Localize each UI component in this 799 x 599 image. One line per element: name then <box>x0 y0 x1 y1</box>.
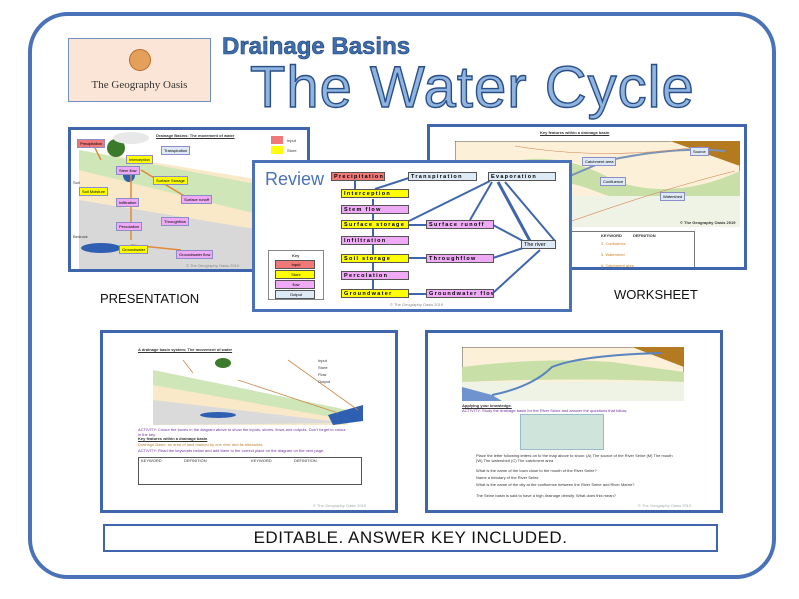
key-store-swatch <box>271 146 283 154</box>
table-header: DEFINITION <box>633 233 656 238</box>
activity-text: ACTIVITY: Study the drainage basin for t… <box>462 408 628 413</box>
page-title: The Water Cycle <box>249 54 695 120</box>
label-surface-runoff: Surface runoff <box>181 195 213 204</box>
worksheet-caption: WORKSHEET <box>614 287 698 302</box>
box-evaporation: Evaporation <box>488 172 556 181</box>
ws-key-output: Output <box>318 379 331 384</box>
section-heading: Key features within a drainage basin <box>138 436 208 441</box>
logo: The Geography Oasis <box>68 38 211 102</box>
review-slide: Review Precipitation Transpiration Evapo… <box>252 160 572 312</box>
slide-title: Drainage Basins: The movement of water <box>156 133 235 138</box>
outer-frame <box>28 12 776 579</box>
question-1: Place the letter following letters on to… <box>476 453 673 463</box>
label-stem-flow: Stem flow <box>116 166 140 175</box>
landscape-diagram <box>153 358 363 425</box>
box-precipitation: Precipitation <box>331 172 385 181</box>
box-surface-storage: Surface storage <box>341 220 409 229</box>
label-watershed: Watershed <box>660 192 686 201</box>
cactus-logo-icon <box>129 49 151 71</box>
label-precipitation: Precipitation <box>77 139 106 148</box>
worksheet-page-2: Applying your knowledge. ACTIVITY: Study… <box>425 330 723 513</box>
box-throughflow: Throughflow <box>426 254 494 263</box>
editable-banner: EDITABLE. ANSWER KEY INCLUDED. <box>103 524 718 552</box>
definition-text: Drainage Basin: an area of land drained … <box>138 442 264 447</box>
label-throughflow: Throughflow <box>161 217 190 226</box>
question-4: What is the name of the city at the conf… <box>476 482 635 487</box>
label-confluence: Confluence <box>600 177 627 186</box>
copyright: © The Geography Oasis 2019 <box>390 302 444 307</box>
label-soil-moisture: Soil Moisture <box>79 187 109 196</box>
table-cell: 3. Confluence <box>601 241 626 246</box>
label-catchment-area: Catchment area <box>582 157 617 166</box>
label-soil: Soil <box>73 180 80 185</box>
box-groundwater: Groundwater <box>341 289 409 298</box>
box-surface-runoff: Surface runoff <box>426 220 494 229</box>
ws-key-flow: Flow <box>318 372 327 377</box>
copyright: © The Geography Oasis 2019 <box>313 503 367 508</box>
label-percolation: Percolation <box>116 222 143 231</box>
worksheet-title: Key features within a drainage basin <box>540 130 610 135</box>
box-the-river: The river <box>521 240 556 249</box>
copyright: © The Geography Oasis 2019 <box>680 220 736 225</box>
label-surface-storage: Surface Storage <box>153 176 188 185</box>
table-header: KEYWORD <box>601 233 622 238</box>
presentation-thumbnail: Drainage Basins: The movement of water P… <box>68 127 310 272</box>
label-source: Source <box>690 147 709 156</box>
box-transpiration: Transpiration <box>408 172 477 181</box>
box-interception: Interception <box>341 189 409 198</box>
presentation-caption: PRESENTATION <box>100 291 200 306</box>
review-key-flow: flow <box>275 280 315 289</box>
box-groundwater-flow: Groundwater flow <box>426 289 494 298</box>
copyright: © The Geography Oasis 2019 <box>638 503 692 508</box>
review-key-input: Input <box>275 260 315 269</box>
basin-map <box>462 347 684 401</box>
activity-text: ACTIVITY: Read the keywords below and ad… <box>138 448 325 453</box>
key-input: Input <box>287 138 296 143</box>
table-header: KEYWORD <box>141 458 162 463</box>
table-header: DEFINITION <box>294 458 317 463</box>
key-title: Key <box>292 253 300 258</box>
label-groundwater-flow: Groundwater flow <box>176 250 214 259</box>
question-3: Name a tributary of the River Seine <box>476 475 539 480</box>
table-header: DEFINITION <box>184 458 207 463</box>
ws-key-store: Store <box>318 365 328 370</box>
key-store: Store <box>287 148 297 153</box>
key-box: Key Input Store flow Output <box>268 250 324 300</box>
copyright: © The Geography Oasis 2019 <box>186 263 240 268</box>
keyword-table: KEYWORD DEFINITION 3. Confluence 5. Wate… <box>570 231 695 268</box>
review-title: Review <box>265 169 325 189</box>
table-header: KEYWORD <box>251 458 272 463</box>
seine-map <box>520 414 604 450</box>
logo-text: The Geography Oasis <box>91 79 188 91</box>
review-key-store: Store <box>275 270 315 279</box>
question-2: What is the name of the town close to th… <box>476 468 597 473</box>
table-cell: 5. Watershed <box>601 252 625 257</box>
review-key-output: Output <box>275 290 315 299</box>
box-infiltration: Infiltration <box>341 236 409 245</box>
key-input-swatch <box>271 136 283 144</box>
flow-arrows <box>354 175 556 295</box>
label-infiltration: Infiltration <box>116 198 140 207</box>
activity-text: ACTIVITY: Colour the boxes in the diagra… <box>138 427 346 437</box>
page-title: A drainage basin system: The movement of… <box>138 347 233 352</box>
ws-key-input: Input <box>318 358 327 363</box>
section-heading: Applying your knowledge. <box>462 403 512 408</box>
keyword-table: KEYWORD DEFINITION KEYWORD DEFINITION <box>138 457 362 485</box>
box-stem-flow: Stem flow <box>341 205 409 214</box>
subtitle: Drainage Basins <box>222 33 411 61</box>
worksheet-page-1: A drainage basin system: The movement of… <box>100 330 398 513</box>
box-soil-storage: Soil storage <box>341 254 409 263</box>
label-groundwater: Groundwater <box>119 245 149 254</box>
box-percolation: Percolation <box>341 271 409 280</box>
label-transpiration: Transpiration <box>161 146 191 155</box>
label-bedrock: Bedrock <box>73 234 88 239</box>
label-interception: Interception <box>126 155 153 164</box>
question-5: The Seine basin is said to have a high d… <box>476 493 616 498</box>
table-cell: 6. Catchment area <box>601 263 634 268</box>
